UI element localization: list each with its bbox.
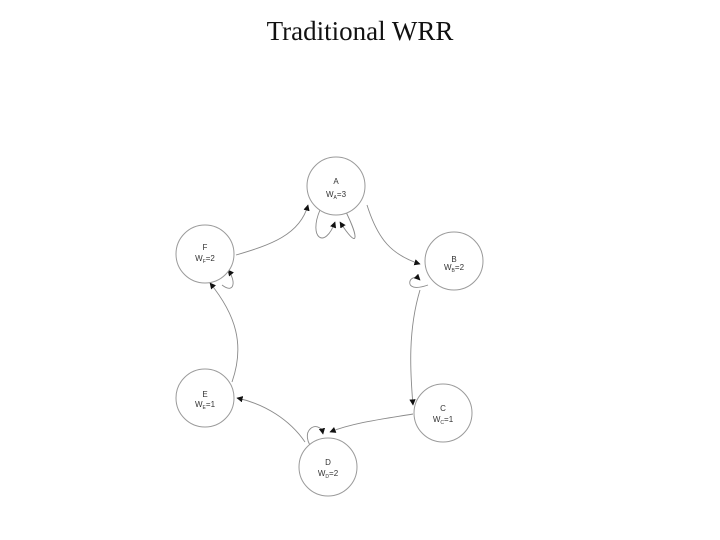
edge-d-to-e — [236, 396, 306, 443]
node-f: F WF=2 — [175, 224, 235, 284]
edge-a-to-b — [366, 204, 421, 266]
node-d: D WD=2 — [298, 437, 358, 497]
node-a-weight: WA=3 — [326, 190, 347, 201]
node-e: E WE=1 — [175, 368, 235, 428]
node-c: C WC=1 — [413, 383, 473, 443]
node-c-weight: WC=1 — [433, 415, 454, 426]
node-b-weight: WB=2 — [444, 263, 465, 274]
self-loop-b — [409, 273, 429, 288]
node-a: A WA=3 — [306, 156, 366, 216]
node-d-weight: WD=2 — [318, 469, 339, 480]
node-b: B WB=2 — [424, 231, 484, 291]
node-e-weight: WE=1 — [195, 400, 216, 411]
node-d-label: D — [325, 458, 331, 467]
edge-e-to-f — [209, 282, 239, 383]
node-f-weight: WF=2 — [195, 254, 215, 265]
node-c-label: C — [440, 404, 446, 413]
self-loop-a-2 — [339, 209, 356, 239]
node-a-label: A — [333, 177, 339, 186]
self-loop-a-1 — [315, 209, 337, 239]
slide-title: Traditional WRR — [266, 16, 454, 46]
node-b-label: B — [451, 255, 456, 264]
node-e-label: E — [202, 390, 207, 399]
edge-b-to-c — [409, 289, 421, 406]
edge-f-to-a — [235, 204, 310, 256]
self-loop-f — [221, 269, 234, 289]
node-f-label: F — [203, 243, 208, 252]
edge-c-to-d — [329, 413, 414, 433]
